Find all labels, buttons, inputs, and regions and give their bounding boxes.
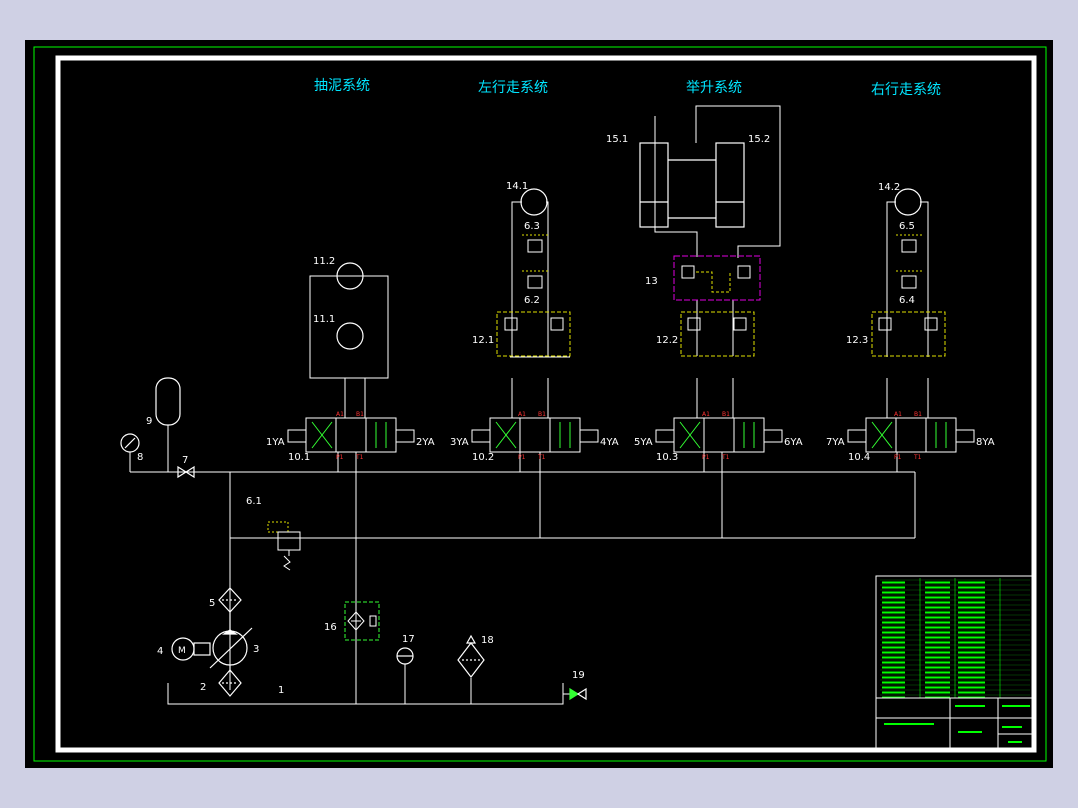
label-5ya: 5YA xyxy=(634,437,653,448)
label-5: 5 xyxy=(209,598,215,609)
svg-text:B1: B1 xyxy=(722,411,730,418)
circuit-lines xyxy=(129,105,929,705)
label-19: 19 xyxy=(572,670,585,681)
drawing-sheet xyxy=(25,40,1053,768)
label-4ya: 4YA xyxy=(600,437,619,448)
label-16: 16 xyxy=(324,622,337,633)
relief-valve-6-5 xyxy=(896,234,922,253)
svg-text:T1: T1 xyxy=(537,454,546,461)
svg-text:T1: T1 xyxy=(355,454,364,461)
relief-valve-6-1 xyxy=(267,521,301,571)
svg-text:P1: P1 xyxy=(702,454,710,461)
label-2ya: 2YA xyxy=(416,437,435,448)
port-tags: A1 B1 P1 T1 A1 B1 P1 T1 A1 B1 P1 T1 A1 B1 P1 T1 xyxy=(336,411,922,461)
title-left-travel-system: 左行走系统 xyxy=(478,80,548,96)
svg-text:B1: B1 xyxy=(538,411,546,418)
label-17: 17 xyxy=(402,634,415,645)
title-mud-system: 抽泥系统 xyxy=(314,78,370,94)
svg-text:A1: A1 xyxy=(336,411,344,418)
label-7ya: 7YA xyxy=(826,437,845,448)
label-14-2: 14.2 xyxy=(878,182,900,193)
label-10-1: 10.1 xyxy=(288,452,310,463)
label-1: 1 xyxy=(278,685,284,696)
air-breather-18 xyxy=(457,634,485,678)
lift-cylinder-15-2 xyxy=(715,142,745,228)
label-12-3: 12.3 xyxy=(846,335,868,346)
hydraulic-motor-14-1 xyxy=(520,188,548,216)
label-13: 13 xyxy=(645,276,658,287)
outer-frame xyxy=(33,46,1047,762)
balance-valve-12-1 xyxy=(496,311,571,357)
shutoff-valve-7 xyxy=(177,465,195,479)
svg-text:T1: T1 xyxy=(913,454,922,461)
svg-text:B1: B1 xyxy=(356,411,364,418)
drawing-border xyxy=(55,55,1037,753)
hydraulic-motor-11-1 xyxy=(336,322,364,350)
electric-motor-4 xyxy=(171,637,211,661)
svg-text:B1: B1 xyxy=(914,411,922,418)
title-lift-system: 举升系统 xyxy=(686,80,742,96)
label-4: 4 xyxy=(157,646,163,657)
label-6-4: 6.4 xyxy=(899,295,915,306)
label-11-1: 11.1 xyxy=(313,314,335,325)
title-right-travel-system: 右行走系统 xyxy=(871,82,941,98)
svg-text:P1: P1 xyxy=(518,454,526,461)
label-15-1: 15.1 xyxy=(606,134,628,145)
label-3: 3 xyxy=(253,644,259,655)
hydraulic-motor-14-2 xyxy=(894,188,922,216)
label-6-3: 6.3 xyxy=(524,221,540,232)
motor-letter: M xyxy=(178,646,186,656)
svg-text:A1: A1 xyxy=(702,411,710,418)
svg-text:P1: P1 xyxy=(894,454,902,461)
label-8ya: 8YA xyxy=(976,437,995,448)
suction-filter-2 xyxy=(218,669,242,697)
svg-text:P1: P1 xyxy=(336,454,344,461)
label-11-2: 11.2 xyxy=(313,256,335,267)
label-10-4: 10.4 xyxy=(848,452,870,463)
balance-valve-12-2 xyxy=(680,311,755,357)
accumulator-9 xyxy=(155,377,181,426)
label-10-3: 10.3 xyxy=(656,452,678,463)
label-6ya: 6YA xyxy=(784,437,803,448)
label-15-2: 15.2 xyxy=(748,134,770,145)
label-14-1: 14.1 xyxy=(506,181,528,192)
title-block xyxy=(875,575,1035,751)
label-12-2: 12.2 xyxy=(656,335,678,346)
svg-text:A1: A1 xyxy=(518,411,526,418)
relief-valve-6-4 xyxy=(896,270,922,289)
balance-valve-12-3 xyxy=(871,311,946,357)
label-7: 7 xyxy=(182,455,188,466)
label-2: 2 xyxy=(200,682,206,693)
relief-valve-6-3 xyxy=(522,234,548,253)
lift-cylinder-15-1 xyxy=(639,142,716,228)
label-6-1: 6.1 xyxy=(246,496,262,507)
label-6-2: 6.2 xyxy=(524,295,540,306)
label-10-2: 10.2 xyxy=(472,452,494,463)
label-3ya: 3YA xyxy=(450,437,469,448)
label-9: 9 xyxy=(146,416,152,427)
relief-valve-6-2 xyxy=(522,270,548,289)
drain-valve-19 xyxy=(569,687,587,701)
return-filter-16 xyxy=(344,601,380,641)
svg-text:A1: A1 xyxy=(894,411,902,418)
label-8: 8 xyxy=(137,452,143,463)
svg-text:T1: T1 xyxy=(721,454,730,461)
label-18: 18 xyxy=(481,635,494,646)
label-6-5: 6.5 xyxy=(899,221,915,232)
hydraulic-lock-13 xyxy=(673,255,761,301)
label-1ya: 1YA xyxy=(266,437,285,448)
label-12-1: 12.1 xyxy=(472,335,494,346)
hydraulic-motor-11-2 xyxy=(336,262,364,290)
pressure-gauge-8 xyxy=(120,433,140,453)
